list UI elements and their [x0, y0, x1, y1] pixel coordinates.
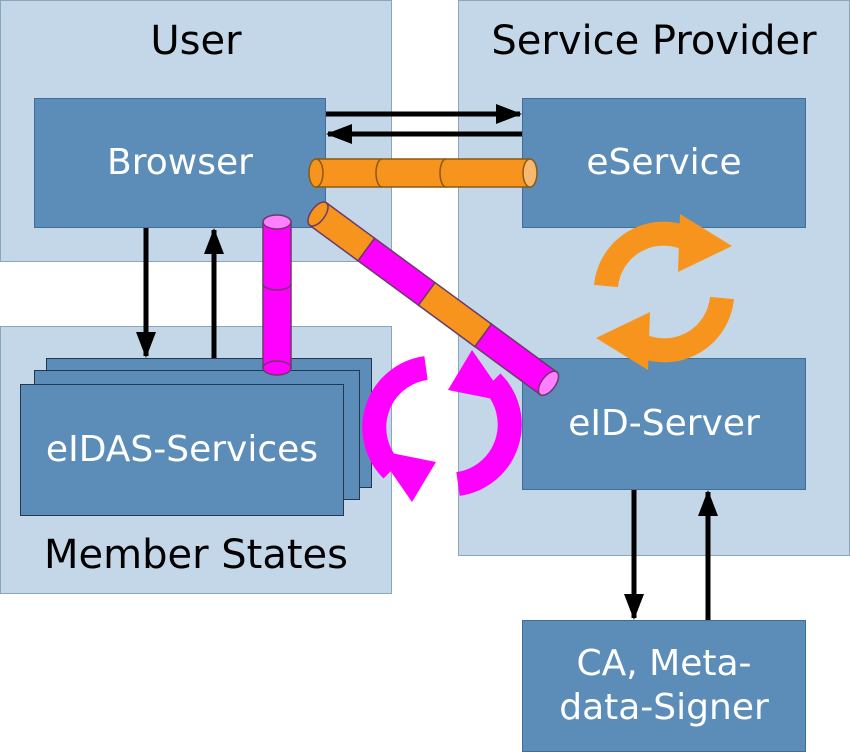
eid-server-label: eID-Server [568, 403, 760, 444]
secure-channel-browser-eid-server [307, 201, 560, 397]
eservice-label: eService [586, 142, 742, 183]
ca-signer-label-line2: data-Signer [559, 687, 769, 728]
eidas-services-label: eIDAS-Services [45, 429, 319, 470]
ca-metadata-signer-node: CA, Meta- data-Signer [522, 620, 806, 752]
secure-channel-browser-eidas [262, 214, 292, 376]
orange-cycle-icon [594, 214, 734, 370]
member-states-region-title: Member States [44, 532, 348, 578]
magenta-cycle-icon [362, 350, 522, 502]
eidas-services-node: eIDAS-Services [20, 384, 344, 516]
browser-label: Browser [107, 142, 253, 183]
ca-signer-label-line1: CA, Meta- [576, 643, 752, 684]
user-region-title: User [150, 18, 242, 64]
eid-server-node: eID-Server [522, 358, 806, 490]
service-provider-region-title: Service Provider [491, 18, 817, 64]
browser-node: Browser [34, 98, 326, 228]
secure-channel-browser-eservice [308, 158, 538, 188]
eservice-node: eService [522, 98, 806, 228]
